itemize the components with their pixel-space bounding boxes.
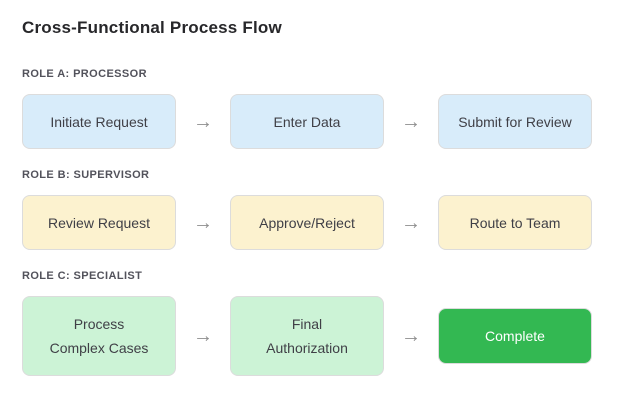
step-review-request: Review Request: [22, 195, 176, 250]
step-initiate-request: Initiate Request: [22, 94, 176, 149]
arrow-right-icon: →: [193, 211, 213, 234]
lane-specialist-row: Process Complex Cases → Final Authorizat…: [22, 296, 592, 376]
page-title: Cross-Functional Process Flow: [22, 18, 282, 37]
lane-processor: ROLE A: PROCESSOR Initiate Request → Ent…: [22, 68, 592, 149]
lane-specialist: ROLE C: SPECIALIST Process Complex Cases…: [22, 270, 592, 376]
arrow-right-icon: →: [193, 325, 213, 347]
lane-specialist-label: ROLE C: SPECIALIST: [22, 270, 143, 282]
lane-supervisor-label: ROLE B: SUPERVISOR: [22, 169, 150, 181]
lane-processor-row: Initiate Request → Enter Data → Submit f…: [22, 94, 592, 149]
step-enter-data: Enter Data: [230, 94, 384, 149]
arrow-right-icon: →: [401, 211, 421, 234]
step-complete: Complete: [438, 308, 592, 364]
arrow-right-icon: →: [193, 110, 213, 133]
step-submit-for-review: Submit for Review: [438, 94, 592, 149]
arrow-right-icon: →: [401, 110, 421, 133]
lane-supervisor: ROLE B: SUPERVISOR Review Request → Appr…: [22, 169, 592, 250]
step-route-to-team: Route to Team: [438, 195, 592, 250]
arrow-right-icon: →: [401, 325, 421, 347]
step-process-complex-cases: Process Complex Cases: [22, 296, 176, 376]
lane-supervisor-row: Review Request → Approve/Reject → Route …: [22, 195, 592, 250]
lane-processor-label: ROLE A: PROCESSOR: [22, 68, 147, 80]
step-approve-reject: Approve/Reject: [230, 195, 384, 250]
step-final-authorization: Final Authorization: [230, 296, 384, 376]
